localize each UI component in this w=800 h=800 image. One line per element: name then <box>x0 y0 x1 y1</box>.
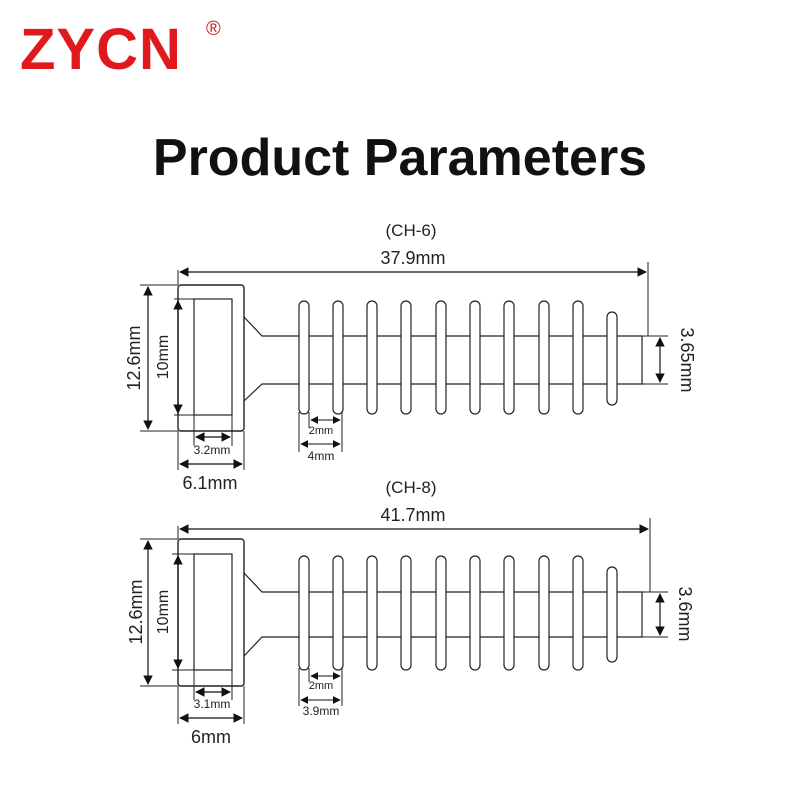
ch8-rib <box>435 555 447 671</box>
ch6-model-label: (CH-6) <box>386 221 437 240</box>
ch8-rib-width-label: 2mm <box>309 680 333 692</box>
ch8-model-label: (CH-8) <box>386 478 437 497</box>
registered-mark: ® <box>206 18 221 40</box>
ch6-rib <box>435 300 447 415</box>
page-title: Product Parameters <box>152 129 648 187</box>
brand-name: ZYCN <box>20 17 182 82</box>
ch8-head-width-label: 6mm <box>191 727 231 747</box>
ch8-inner-width-label: 3.1mm <box>194 697 231 711</box>
ch8-rib <box>332 555 344 671</box>
ch6-head <box>177 284 245 432</box>
ch8-rib <box>606 566 618 663</box>
brand-logo: ZYCN <box>20 18 182 82</box>
ch6-rib <box>606 311 618 406</box>
ch8-rib <box>572 555 584 671</box>
ch8-rib <box>538 555 550 671</box>
ch6-head-slot <box>193 298 233 416</box>
ch8-rib <box>400 555 412 671</box>
ch8-height-label: 12.6mm <box>126 579 146 644</box>
ch8-head <box>177 538 245 687</box>
ch8-inner-height-label: 10mm <box>155 590 172 634</box>
ch6-drawing: (CH-6) 37.9mm 12.6mm 10mm 3.2mm 6.1mm 3.… <box>124 221 697 493</box>
ch6-rib <box>572 300 584 415</box>
ch8-rib <box>298 555 310 671</box>
ch8-rib <box>366 555 378 671</box>
ch8-head-slot <box>193 553 233 671</box>
ch6-inner-height-label: 10mm <box>155 335 172 379</box>
ch6-rib <box>469 300 481 415</box>
ch6-ribs <box>298 300 618 415</box>
ch6-rib <box>400 300 412 415</box>
ch8-tail-outline <box>243 572 643 657</box>
ch8-rib <box>469 555 481 671</box>
ch6-rib <box>298 300 310 415</box>
ch6-rib <box>332 300 344 415</box>
ch6-inner-width-label: 3.2mm <box>194 443 231 457</box>
ch6-tail-height-label: 3.65mm <box>677 327 697 392</box>
ch6-head-width-label: 6.1mm <box>182 473 237 493</box>
ch6-height-label: 12.6mm <box>124 325 144 390</box>
ch6-rib <box>503 300 515 415</box>
ch6-rib <box>538 300 550 415</box>
ch6-length-label: 37.9mm <box>380 248 445 268</box>
ch6-rib <box>366 300 378 415</box>
ch8-rib-pitch-label: 3.9mm <box>303 704 340 718</box>
ch8-ribs <box>298 555 618 671</box>
ch8-drawing: (CH-8) 41.7mm 12.6mm 10mm 3.1mm 6mm 3.6m… <box>126 478 695 747</box>
ch6-rib-width-label: 2mm <box>309 425 333 437</box>
ch8-tail-height-label: 3.6mm <box>675 586 695 641</box>
ch6-rib-pitch-label: 4mm <box>308 449 335 463</box>
ch6-tail-outline <box>243 316 643 402</box>
ch8-rib <box>503 555 515 671</box>
ch8-length-label: 41.7mm <box>380 505 445 525</box>
